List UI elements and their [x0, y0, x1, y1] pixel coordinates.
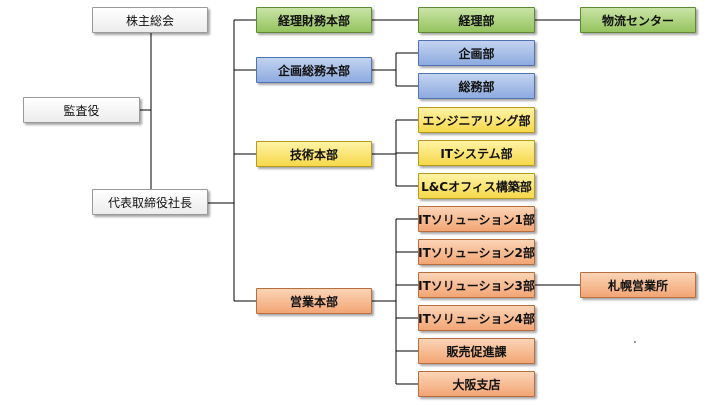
shareholders-meeting-box: 株主総会 — [92, 7, 208, 33]
stray-dot — [634, 341, 636, 343]
logistics-center-box: 物流センター — [580, 7, 696, 33]
president-box: 代表取締役社長 — [92, 189, 208, 215]
accounting-finance-division-box: 経理財務本部 — [256, 7, 372, 33]
sales-division-box: 営業本部 — [256, 288, 372, 314]
it-solution-4-department-box: ITソリューション4部 — [418, 305, 535, 331]
engineering-department-box: エンジニアリング部 — [418, 107, 535, 133]
sales-promotion-section-box: 販売促進課 — [418, 338, 535, 364]
technology-division-box: 技術本部 — [256, 141, 372, 167]
auditor-box: 監査役 — [23, 97, 140, 123]
accounting-department-box: 経理部 — [418, 7, 535, 33]
it-solution-1-department-box: ITソリューション1部 — [418, 206, 535, 232]
general-affairs-department-box: 総務部 — [418, 73, 535, 99]
planning-department-box: 企画部 — [418, 40, 535, 66]
it-solution-2-department-box: ITソリューション2部 — [418, 239, 535, 265]
it-solution-3-department-box: ITソリューション3部 — [418, 272, 535, 298]
it-system-department-box: ITシステム部 — [418, 140, 535, 166]
osaka-branch-box: 大阪支店 — [418, 371, 535, 397]
sapporo-office-box: 札幌営業所 — [580, 272, 696, 298]
lc-office-department-box: L&Cオフィス構築部 — [418, 173, 535, 199]
planning-general-division-box: 企画総務本部 — [256, 57, 372, 83]
